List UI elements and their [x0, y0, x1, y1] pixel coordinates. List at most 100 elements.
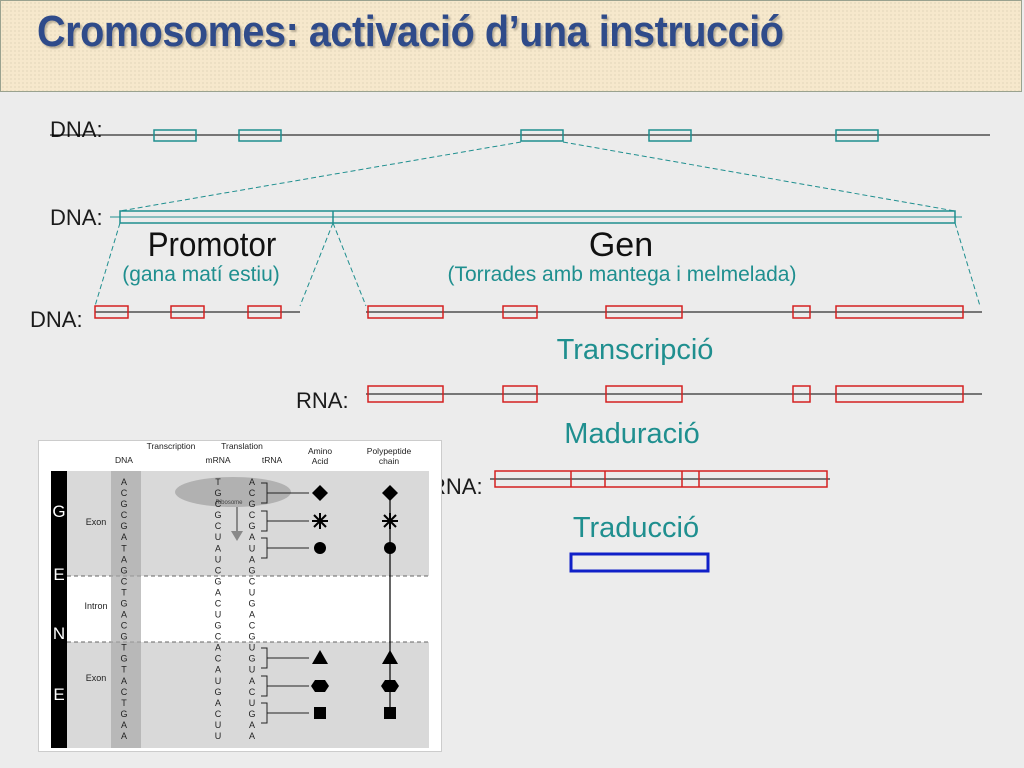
- base-letter: U: [249, 665, 256, 675]
- base-letter: T: [121, 587, 127, 597]
- header-mrna: mRNA: [205, 455, 230, 465]
- exon-box: [835, 305, 964, 319]
- base-letter: A: [215, 587, 221, 597]
- base-letter: A: [249, 610, 255, 620]
- base-letter: U: [249, 587, 256, 597]
- promoter-box: [247, 305, 282, 319]
- base-letter: G: [214, 576, 221, 586]
- triangle-amino: [312, 650, 328, 664]
- base-letter: C: [121, 488, 128, 498]
- base-letter: G: [214, 488, 221, 498]
- header-amino-2: Acid: [312, 456, 329, 466]
- base-letter: A: [249, 477, 255, 487]
- base-letter: G: [120, 599, 127, 609]
- base-letter: T: [121, 698, 127, 708]
- promotor-subtitle: (gana matí estiu): [122, 263, 280, 286]
- gene-letter: E: [53, 685, 64, 704]
- base-letter: A: [215, 665, 221, 675]
- promoter-box: [94, 305, 129, 319]
- rna-label-1: RNA:: [296, 388, 349, 413]
- gene-box-selected: [520, 129, 564, 142]
- base-letter: C: [249, 510, 256, 520]
- dna-label-3: DNA:: [30, 307, 83, 332]
- maduracio-label: Maduració: [564, 418, 699, 450]
- header-transcription: Transcription: [147, 441, 196, 451]
- header-trna: tRNA: [262, 455, 283, 465]
- gene-box: [153, 129, 197, 142]
- base-letter: T: [121, 643, 127, 653]
- base-letter: A: [121, 610, 127, 620]
- base-letter: U: [249, 698, 256, 708]
- base-letter: C: [249, 621, 256, 631]
- diamond-amino: [312, 485, 328, 501]
- base-letter: U: [215, 532, 222, 542]
- gene-letter: N: [53, 624, 65, 643]
- base-letter: C: [215, 599, 222, 609]
- gene-bar: [51, 471, 67, 748]
- base-letter: G: [120, 565, 127, 575]
- exon-box: [792, 385, 811, 403]
- base-letter: A: [215, 643, 221, 653]
- base-letter: G: [248, 521, 255, 531]
- base-letter: G: [248, 709, 255, 719]
- base-letter: U: [215, 610, 222, 620]
- base-letter: C: [249, 488, 256, 498]
- gen-subtitle: (Torrades amb mantega i melmelada): [448, 263, 797, 286]
- exon-label: Exon: [86, 673, 107, 683]
- header-amino-1: Amino: [308, 446, 332, 456]
- base-letter: G: [248, 654, 255, 664]
- square-amino: [314, 707, 326, 719]
- dna-label-2: DNA:: [50, 205, 103, 230]
- base-letter: G: [120, 632, 127, 642]
- dna-exons-3: [94, 305, 964, 319]
- dna-column: [111, 471, 141, 748]
- exon-box: [835, 385, 964, 403]
- base-letter: G: [248, 632, 255, 642]
- base-letter: G: [214, 510, 221, 520]
- base-letter: A: [249, 532, 255, 542]
- title-bar: Cromosomes: activació d’una instrucció: [0, 0, 1022, 92]
- base-letter: U: [215, 720, 222, 730]
- base-letter: U: [249, 643, 256, 653]
- ribosome-label: Ribosome: [215, 500, 243, 506]
- header-translation: Translation: [221, 441, 263, 451]
- amino-acids: [311, 485, 329, 719]
- base-letter: C: [215, 565, 222, 575]
- base-letter: C: [121, 687, 128, 697]
- header-poly-1: Polypeptide: [367, 446, 412, 456]
- base-letter: A: [121, 532, 127, 542]
- intron-label: Intron: [84, 601, 107, 611]
- star-amino: [312, 513, 328, 529]
- base-letter: C: [215, 499, 222, 509]
- base-letter: C: [121, 510, 128, 520]
- base-letter: C: [215, 709, 222, 719]
- base-letter: C: [215, 632, 222, 642]
- base-letter: T: [121, 543, 127, 553]
- base-letter: U: [215, 731, 222, 741]
- ribosome-shape: [175, 477, 291, 507]
- exon-box: [605, 385, 683, 403]
- circle-amino: [314, 542, 326, 554]
- gen-label: Gen: [589, 226, 653, 264]
- header-poly-2: chain: [379, 456, 400, 466]
- promoter-box: [170, 305, 205, 319]
- base-letter: C: [249, 687, 256, 697]
- base-letter: A: [249, 731, 255, 741]
- hexagon-amino: [311, 680, 329, 692]
- base-letter: A: [121, 477, 127, 487]
- header-dna: DNA: [115, 455, 133, 465]
- exon-box: [367, 385, 444, 403]
- base-letter: G: [120, 654, 127, 664]
- gene-box: [648, 129, 692, 142]
- base-letter: A: [121, 554, 127, 564]
- exon-box: [502, 305, 538, 319]
- base-letter: G: [120, 709, 127, 719]
- gene-expression-figure: G E N E Exon Intron Exon DNA Transcripti…: [38, 440, 442, 752]
- base-letter: C: [215, 654, 222, 664]
- base-letter: C: [249, 576, 256, 586]
- base-letter: A: [249, 554, 255, 564]
- rna-exons-1: [367, 385, 964, 403]
- dna-label-1: DNA:: [50, 117, 103, 142]
